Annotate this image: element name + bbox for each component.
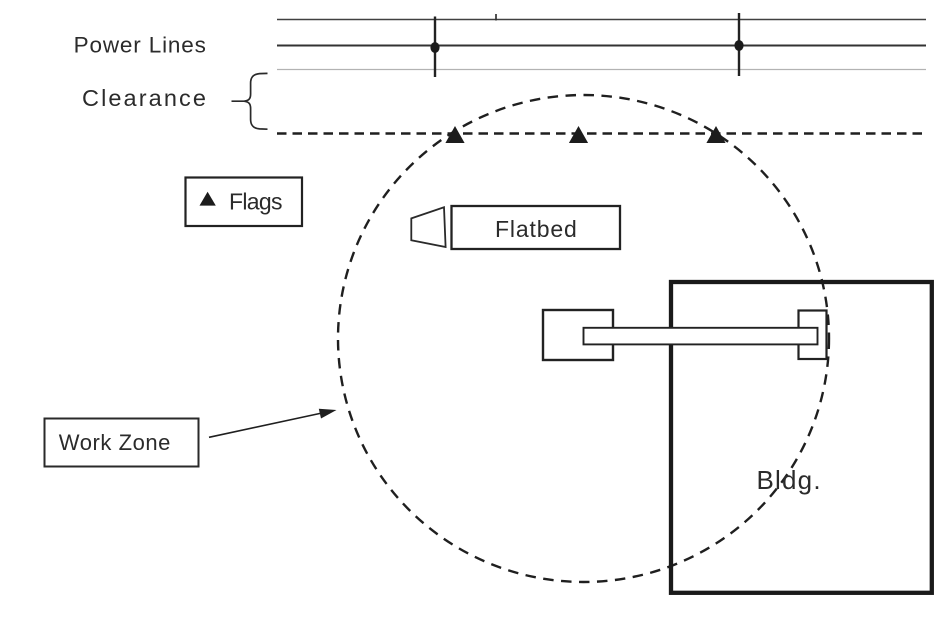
svg-text:Work Zone: Work Zone: [59, 430, 171, 455]
svg-text:Flatbed: Flatbed: [495, 216, 578, 242]
svg-text:Flags: Flags: [229, 188, 282, 214]
svg-text:Power Lines: Power Lines: [74, 33, 207, 58]
svg-text:Clearance: Clearance: [82, 85, 208, 111]
svg-text:Bldg.: Bldg.: [757, 465, 822, 495]
